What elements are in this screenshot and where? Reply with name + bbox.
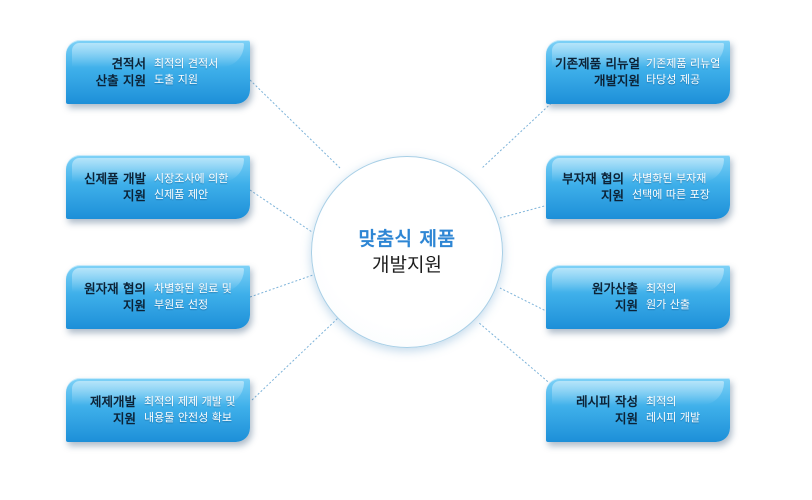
center-hub: 맞춤식 제품 개발지원 — [311, 156, 503, 348]
card-title-line: 견적서 — [111, 56, 146, 71]
connector-subsupply — [499, 204, 549, 219]
card-description: 최적의 제제 개발 및 내용물 안전성 확보 — [144, 394, 250, 426]
card-desc-line: 내용물 안전성 확보 — [144, 411, 232, 424]
connector-recipe — [477, 321, 561, 393]
card-desc-line: 최적의 제제 개발 및 — [144, 395, 236, 408]
card-recipe: 레시피 작성 지원 최적의 레시피 개발 — [546, 378, 730, 442]
card-raw-material: 원자재 협의 지원 차별화된 원료 및 부원료 선정 — [66, 265, 250, 329]
card-description: 기존제품 리뉴얼 타당성 제공 — [646, 56, 730, 88]
card-description: 최적의 레시피 개발 — [646, 394, 730, 426]
card-desc-line: 도출 지원 — [154, 73, 198, 86]
card-description: 최적의 원가 산출 — [646, 281, 730, 313]
card-title: 부자재 협의 지원 — [546, 170, 632, 204]
card-title: 기존제품 리뉴얼 개발지원 — [546, 55, 646, 89]
card-new-product: 신제품 개발 지원 시장조사에 의한 신제품 제안 — [66, 155, 250, 219]
card-description: 시장조사에 의한 신제품 제안 — [154, 171, 250, 203]
card-desc-line: 기존제품 리뉴얼 — [646, 57, 721, 70]
connector-estimate — [249, 79, 341, 169]
card-description: 차별화된 원료 및 부원료 선정 — [154, 281, 250, 313]
connector-renewal — [481, 94, 561, 169]
card-sub-material: 부자재 협의 지원 차별화된 부자재 선택에 따른 포장 — [546, 155, 730, 219]
card-desc-line: 최적의 — [646, 395, 677, 408]
card-title-line: 기존제품 리뉴얼 — [555, 56, 640, 71]
card-title-line: 지원 — [614, 411, 638, 426]
card-title-line: 지원 — [614, 298, 638, 313]
card-desc-line: 레시피 개발 — [646, 411, 701, 424]
card-title-line: 산출 지원 — [95, 73, 146, 88]
card-title: 원가산출 지원 — [546, 280, 646, 314]
connector-material — [249, 274, 314, 298]
connector-cost — [499, 287, 549, 313]
card-title-line: 제제개발 — [89, 394, 136, 409]
card-title-line: 지원 — [112, 411, 136, 426]
card-desc-line: 선택에 따른 포장 — [632, 188, 710, 201]
card-desc-line: 부원료 선정 — [154, 298, 209, 311]
card-desc-line: 최적의 견적서 — [154, 57, 219, 70]
card-desc-line: 최적의 — [646, 282, 677, 295]
card-title-line: 지원 — [122, 298, 146, 313]
card-title-line: 개발지원 — [593, 73, 640, 88]
card-title: 견적서 산출 지원 — [66, 55, 154, 89]
card-product-renewal: 기존제품 리뉴얼 개발지원 기존제품 리뉴얼 타당성 제공 — [546, 40, 730, 104]
card-formulation-dev: 제제개발 지원 최적의 제제 개발 및 내용물 안전성 확보 — [66, 378, 250, 442]
card-title-line: 원자재 협의 — [84, 281, 146, 296]
connector-newprod — [249, 189, 313, 233]
card-desc-line: 시장조사에 의한 — [154, 172, 229, 185]
card-title: 신제품 개발 지원 — [66, 170, 154, 204]
card-title-line: 부자재 협의 — [562, 171, 624, 186]
card-title: 제제개발 지원 — [66, 393, 144, 427]
card-desc-line: 원가 산출 — [646, 298, 690, 311]
card-title-line: 지원 — [600, 188, 624, 203]
card-desc-line: 차별화된 부자재 — [632, 172, 707, 185]
hub-title: 맞춤식 제품 — [358, 228, 456, 250]
card-title: 레시피 작성 지원 — [546, 393, 646, 427]
card-description: 차별화된 부자재 선택에 따른 포장 — [632, 171, 730, 203]
card-desc-line: 차별화된 원료 및 — [154, 282, 232, 295]
card-title-line: 레시피 작성 — [576, 394, 638, 409]
card-desc-line: 신제품 제안 — [154, 188, 209, 201]
card-title: 원자재 협의 지원 — [66, 280, 154, 314]
card-title-line: 지원 — [122, 188, 146, 203]
card-desc-line: 타당성 제공 — [646, 73, 701, 86]
hub-subtitle: 개발지원 — [372, 254, 442, 276]
card-description: 최적의 견적서 도출 지원 — [154, 56, 250, 88]
card-title-line: 원가산출 — [591, 281, 638, 296]
card-estimate: 견적서 산출 지원 최적의 견적서 도출 지원 — [66, 40, 250, 104]
card-cost-calculation: 원가산출 지원 최적의 원가 산출 — [546, 265, 730, 329]
card-title-line: 신제품 개발 — [84, 171, 146, 186]
connector-dev — [251, 317, 339, 401]
